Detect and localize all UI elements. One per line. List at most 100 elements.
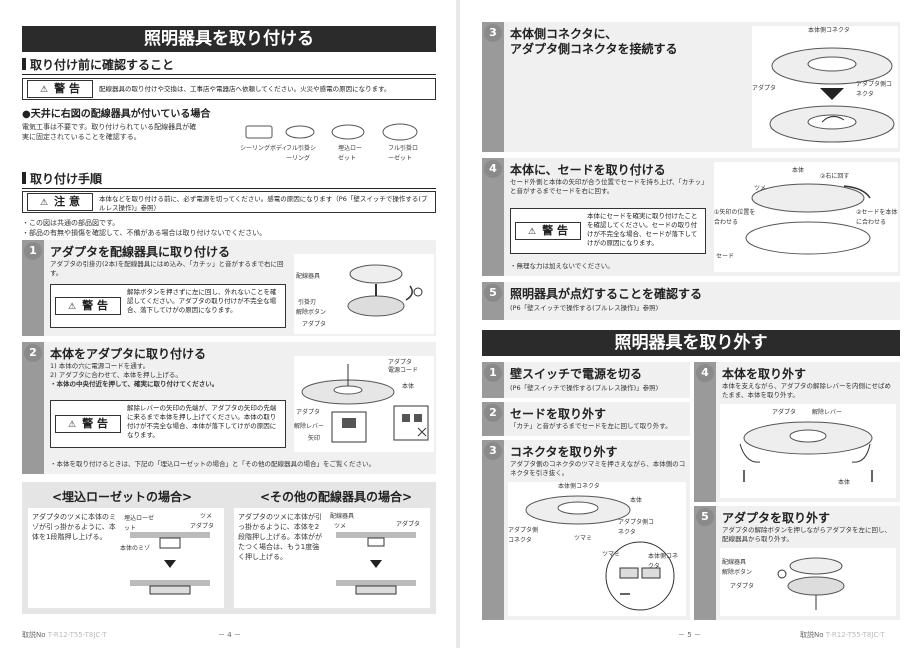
footer-label: 取説No — [22, 631, 46, 639]
diagram-label: 本体のミゾ — [120, 545, 151, 552]
warning-label-text: 警 告 — [54, 82, 80, 95]
diagram-label: アダプタ — [772, 409, 797, 416]
step-title: 照明器具が点灯することを確認する — [510, 287, 703, 301]
caution-text: 本体などを取り付ける前に、必ず電源を切ってください。感電の原因になります（P6「… — [99, 195, 428, 212]
warning-label: ⚠ 警 告 — [515, 222, 581, 240]
diagram-label: 本体側コネクタ — [808, 27, 850, 34]
step-number: 3 — [484, 24, 502, 42]
note: ・部品の有無や損傷を確認して、不備がある場合は取り付けないでください。 — [22, 229, 267, 237]
step-3: 3 本体側コネクタに、 アダプタ側コネクタを接続する 本体側コネクタ アダプタ … — [482, 22, 900, 152]
step-number: 3 — [484, 442, 502, 460]
left-page: 照明器具を取り付ける 取り付け前に確認すること ⚠警 告 配線器具の取り付けや交… — [0, 0, 456, 648]
warning-box: ⚠警 告 配線器具の取り付けや交換は、工事店や電器店へ依頼してください。火災や感… — [22, 78, 436, 100]
step-bar — [22, 240, 44, 336]
step-title: 本体をアダプタに取り付ける — [50, 347, 207, 361]
section-heading-text: 取り付け前に確認すること — [30, 58, 175, 72]
diagram-label: アダプタ — [752, 85, 777, 92]
diagram-label: 解除レバー — [812, 409, 843, 416]
diagram-label: ツメ — [754, 185, 767, 192]
step-text: 本体を支えながら、アダプタの解除レバーを内側にせばめたまま、本体を取り外す。 — [722, 382, 891, 399]
diagram-label: 本体 — [838, 479, 851, 486]
diagram-label: アダプタ — [388, 359, 413, 366]
caution-box: ⚠注 意 本体などを取り付ける前に、必ず電源を切ってください。感電の原因になりま… — [22, 191, 436, 213]
step-number: 4 — [696, 364, 714, 382]
step-number: 2 — [484, 404, 502, 422]
diagram-label: アダプタ — [730, 583, 755, 590]
case-title: <その他の配線器具の場合> — [260, 490, 413, 504]
step-title: 本体側コネクタに、 — [510, 27, 618, 41]
diagram-label: 配線器具 — [722, 559, 747, 566]
step-title: アダプタを配線器具に取り付ける — [50, 245, 231, 259]
page-number: － 5 － — [678, 631, 701, 639]
step-bar — [482, 158, 504, 276]
diagram-label: 本体側コネクタ — [648, 553, 679, 570]
diagram-label: アダプタ — [190, 523, 215, 530]
diagram-label: 本体 — [402, 383, 415, 390]
diagram-label: ②セードを本体に合わせる — [856, 209, 898, 226]
page-title-banner: 照明器具を取り付ける — [22, 26, 436, 52]
step-bar — [694, 506, 716, 620]
warning-triangle-icon: ⚠ — [68, 302, 77, 312]
removal-step-4: 4 本体を取り外す 本体を支えながら、アダプタの解除レバーを内側にせばめたまま、… — [694, 362, 900, 502]
step-note: ・無理な力は加えないでください。 — [510, 262, 614, 270]
warning-text: 解除ボタンを押さずに左に回し、外れないことを確認してください。アダプタの取り付け… — [127, 288, 277, 314]
diagram-label: セード — [716, 253, 735, 260]
case-text: アダプタのツメに本体が引っ掛かるように、本体を2段階押し上げる。本体ががたつく場… — [238, 513, 322, 561]
removal-step-5: 5 アダプタを取り外す アダプタの解除ボタンを押しながらアダプタを左に回し、配線… — [694, 506, 900, 620]
fixture-icons: シーリングボディ フル引掛シーリング 埋込ローゼット フル引掛ローゼット — [238, 118, 436, 162]
step-bar — [22, 342, 44, 474]
r5-diagram: 配線器具 解除ボタン アダプタ — [720, 548, 896, 616]
body-install-diagram-icon — [301, 364, 429, 443]
step-bar — [694, 362, 716, 502]
warning-text: 解除レバーの矢印の先端が、アダプタの矢印の先端に来るまで本体を押し上げてください… — [127, 404, 277, 439]
removal-step-1: 1 壁スイッチで電源を切る (P6「壁スイッチで操作する(プルレス操作)」参照) — [482, 362, 690, 398]
warning-label-text: 警 告 — [82, 417, 108, 430]
diagram-label: 解除ボタン — [722, 569, 753, 576]
step-text: アダプタ側のコネクタのツマミを押さえながら、本体側のコネクタを引き抜く。 — [510, 460, 686, 477]
section-heading-text: 取り付け手順 — [30, 172, 103, 186]
diagram-label: ツマミ — [574, 535, 593, 542]
warning-label-text: 警 告 — [542, 224, 568, 237]
warning-triangle-icon: ⚠ — [528, 227, 537, 237]
step-title: アダプタを取り外す — [722, 511, 831, 525]
step2-diagram: アダプタ 電源コード 本体 アダプタ 解除レバー 矢印 — [294, 356, 434, 452]
diagram-label: アダプタ — [302, 321, 327, 328]
step-text: (P6「壁スイッチで操作する(プルレス操作)」参照) — [510, 304, 659, 312]
step4-diagram: 本体 ツメ ②右に回す ①矢印の位置を合わせる ②セードを本体に合わせる セード — [714, 162, 898, 272]
diagram-label: 引掛刃 — [298, 299, 317, 306]
step-bar — [482, 440, 504, 620]
step-title: 本体を取り外す — [722, 367, 807, 381]
section-heading: 取り付け前に確認すること — [22, 56, 436, 75]
adapter-install-diagram-icon — [347, 264, 423, 317]
diagram-label: アダプタ — [396, 521, 421, 528]
step-4: 4 本体に、セードを取り付ける セード外側と本体の矢印が合う位置でセードを持ち上… — [482, 158, 900, 276]
case2-diagram-icon — [336, 532, 416, 595]
step-title: 壁スイッチで電源を切る — [510, 367, 643, 381]
r4-diagram: アダプタ 解除レバー 本体 — [720, 404, 896, 498]
diagram-label: 配線器具 — [330, 513, 355, 520]
warning-box: ⚠警 告 本体にセードを確実に取り付けたことを確認してください。セードの取り付け… — [510, 208, 706, 254]
case-title: <埋込ローゼットの場合> — [52, 490, 193, 504]
step-text: (P6「壁スイッチで操作する(プルレス操作)」参照) — [510, 384, 659, 392]
warning-label: ⚠警 告 — [27, 80, 93, 98]
fixture-label: フル引掛ローゼット — [388, 145, 419, 162]
fixture-label: 埋込ローゼット — [338, 145, 363, 162]
diagram-label: 本体側コネクタ — [558, 483, 600, 490]
diagram-label: ①矢印の位置を合わせる — [714, 209, 756, 226]
step-number: 1 — [484, 364, 502, 382]
step-5: 5 照明器具が点灯することを確認する (P6「壁スイッチで操作する(プルレス操作… — [482, 282, 900, 320]
step-1: 1 アダプタを配線器具に取り付ける アダプタの引掛刃(2本)を配線器具にはめ込み… — [22, 240, 436, 336]
footer-label: 取説No — [800, 631, 824, 639]
shade-diagram-icon — [745, 183, 871, 255]
step-2: 2 本体をアダプタに取り付ける 1) 本体の穴に電源コードを通す。 2) アダプ… — [22, 342, 436, 474]
step-number: 2 — [24, 344, 42, 362]
warning-label: ⚠警 告 — [55, 297, 121, 315]
footer-code: T-R12-T55-T8JC-T — [47, 631, 107, 639]
ceiling-text: 電気工事は不要です。取り付けられている配線器具が確実に固定されていることを確認す… — [22, 123, 197, 141]
removal-step-3: 3 コネクタを取り外す アダプタ側のコネクタのツマミを押さえながら、本体側のコネ… — [482, 440, 690, 620]
diagram-label: ②右に回す — [820, 173, 850, 180]
diagram-label: ツマミ — [602, 551, 621, 558]
step-title: セードを取り外す — [510, 407, 607, 421]
warning-triangle-icon: ⚠ — [40, 198, 49, 208]
case-panel: アダプタのツメに本体のミゾが引っ掛かるように、本体を1段階押し上げる。 埋込ロー… — [28, 508, 224, 608]
